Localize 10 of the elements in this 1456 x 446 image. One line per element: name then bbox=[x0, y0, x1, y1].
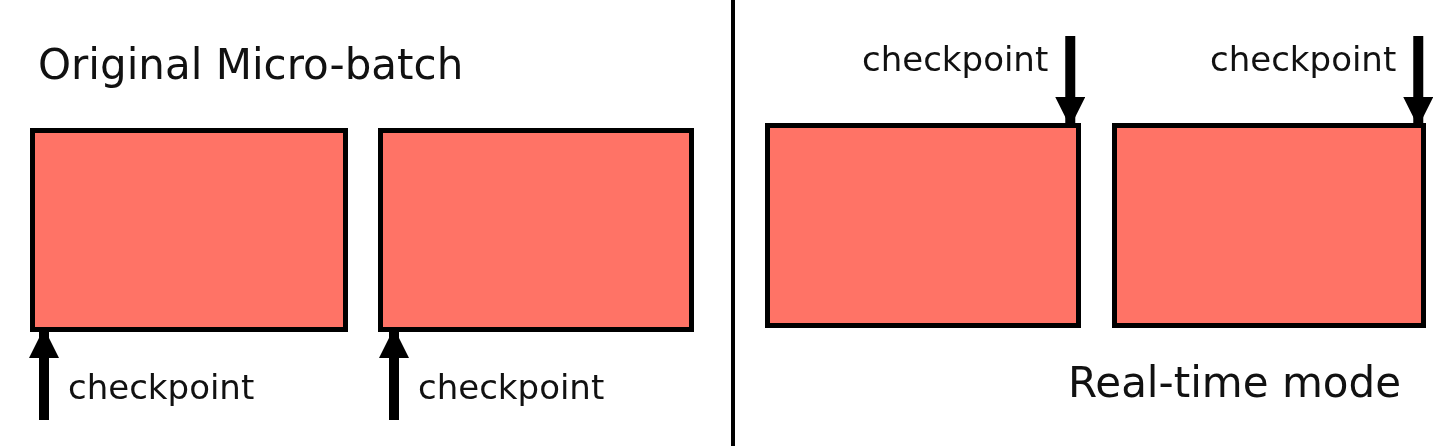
checkpoint-label: checkpoint bbox=[418, 370, 605, 404]
filled-box bbox=[378, 128, 694, 332]
checkpoint-label: checkpoint bbox=[862, 42, 1049, 76]
checkpoint-label: checkpoint bbox=[1210, 42, 1397, 76]
checkpoint-label: checkpoint bbox=[68, 370, 255, 404]
filled-box bbox=[30, 128, 348, 332]
panel-heading: Real-time mode bbox=[1068, 362, 1402, 404]
filled-box bbox=[1112, 123, 1426, 328]
panel-heading: Original Micro-batch bbox=[38, 44, 464, 86]
filled-box bbox=[765, 123, 1081, 328]
